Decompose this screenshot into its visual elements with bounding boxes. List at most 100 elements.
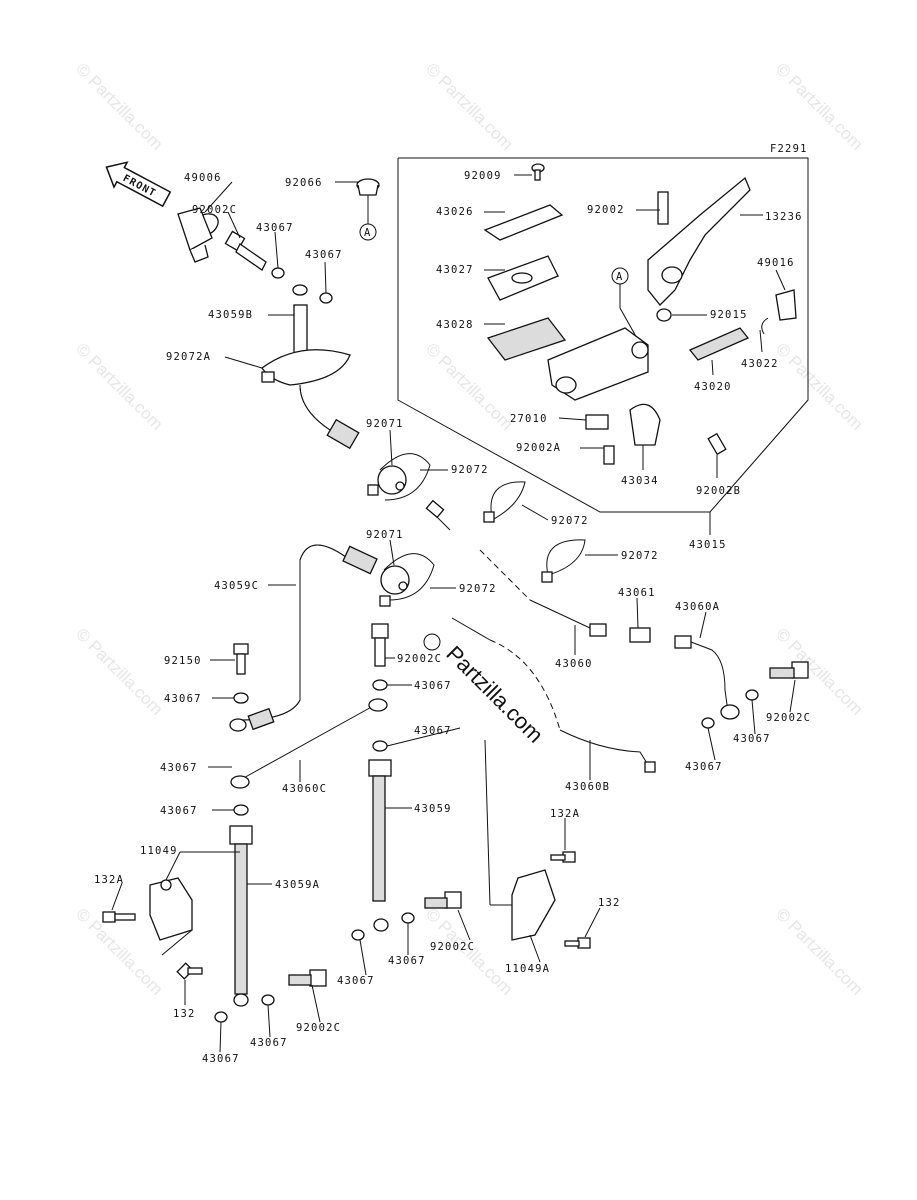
center-watermark-text: Partzilla.com <box>441 641 548 748</box>
reference-mark-label: A <box>616 271 624 283</box>
part-label: 43059C <box>214 580 259 592</box>
watermark: © Partzilla.com <box>72 339 166 433</box>
part-label: 92009 <box>464 170 502 182</box>
banjo-bolt <box>288 969 327 987</box>
diaphragm <box>486 317 567 361</box>
washer <box>261 994 275 1006</box>
part-label: 43060C <box>282 783 327 795</box>
bolt <box>550 851 576 863</box>
part-label: 43067 <box>414 725 452 737</box>
brake-pipe <box>230 698 388 789</box>
part-label: 92071 <box>366 418 404 430</box>
brake-hose <box>229 544 378 732</box>
piston-assembly <box>688 327 750 361</box>
part-label: 92072 <box>621 550 659 562</box>
part-label: 92002C <box>430 941 475 953</box>
banjo-bolt <box>769 661 809 679</box>
bolt <box>233 643 249 675</box>
watermark: © Partzilla.com <box>422 59 516 153</box>
watermark: © Partzilla.com <box>772 904 866 998</box>
hose-clamp <box>367 453 431 501</box>
part-label: 92002C <box>397 653 442 665</box>
part-label: 49006 <box>184 172 222 184</box>
pivot-bolt <box>657 191 669 225</box>
front-arrow: FRONT <box>105 161 172 208</box>
part-label: 43027 <box>436 264 474 276</box>
bracket <box>149 877 193 941</box>
bracket <box>511 869 556 941</box>
part-label: 132A <box>94 874 124 886</box>
reference-mark-label: A <box>364 227 372 239</box>
screw <box>531 163 545 181</box>
bolt <box>707 432 727 456</box>
cap <box>356 178 380 196</box>
leader-lines <box>111 174 796 1053</box>
reference-mark-a: A <box>359 195 377 241</box>
part-label: 43022 <box>741 358 779 370</box>
part-label: 43067 <box>160 762 198 774</box>
part-label: 43067 <box>414 680 452 692</box>
part-label: 132 <box>598 897 621 909</box>
part-label: 43067 <box>256 222 294 234</box>
washer <box>233 692 249 704</box>
part-label: 43015 <box>689 539 727 551</box>
brake-hose <box>261 284 360 450</box>
part-label: 43059A <box>275 879 320 891</box>
part-label: 92002A <box>516 442 561 454</box>
part-label: 92002 <box>587 204 625 216</box>
watermark: © Partzilla.com <box>772 59 866 153</box>
part-label: 43060B <box>565 781 610 793</box>
part-label: 43067 <box>160 805 198 817</box>
dust-boot <box>775 289 797 321</box>
brake-hose <box>368 759 392 932</box>
bolt <box>102 911 136 923</box>
washer <box>372 740 388 752</box>
part-label: 49016 <box>757 257 795 269</box>
part-label: 92015 <box>710 309 748 321</box>
part-label: 27010 <box>510 413 548 425</box>
diaphragm-plate <box>487 255 559 301</box>
part-label: 43059 <box>414 803 452 815</box>
part-label: 43067 <box>388 955 426 967</box>
part-label: 43020 <box>694 381 732 393</box>
washer <box>214 1011 228 1023</box>
clamp-holder <box>629 403 661 446</box>
part-label: 92002C <box>192 204 237 216</box>
part-label: 92072 <box>551 515 589 527</box>
brake-hose <box>229 825 253 1007</box>
part-label: 92072 <box>451 464 489 476</box>
washer <box>401 912 415 924</box>
part-label: 43067 <box>337 975 375 987</box>
washer <box>372 679 388 691</box>
part-label: 43034 <box>621 475 659 487</box>
part-label: 132 <box>173 1008 196 1020</box>
nut <box>656 308 672 322</box>
bolt <box>603 445 615 465</box>
part-label: 132A <box>550 808 580 820</box>
part-label: 43061 <box>618 587 656 599</box>
figure-code: F2291 <box>770 143 808 155</box>
part-label: 92071 <box>366 529 404 541</box>
banjo-bolt <box>371 623 389 667</box>
cable-tie <box>541 539 586 583</box>
bolt <box>176 962 203 980</box>
bolt <box>564 937 591 949</box>
part-label: 11049A <box>505 963 550 975</box>
part-label: 43067 <box>250 1037 288 1049</box>
brake-pipe <box>425 499 740 773</box>
part-label: 92002C <box>296 1022 341 1034</box>
banjo-bolt <box>424 891 462 909</box>
watermark: © Partzilla.com <box>772 339 866 433</box>
brake-light-switch <box>585 414 609 430</box>
watermark: © Partzilla.com <box>72 624 166 718</box>
hose-clamp <box>379 553 435 607</box>
washer <box>233 804 249 816</box>
part-label: 92066 <box>285 177 323 189</box>
boot-cover <box>177 207 219 263</box>
banjo-bolt <box>224 230 267 271</box>
part-label: 43060A <box>675 601 720 613</box>
part-label: 92072A <box>166 351 211 363</box>
washer <box>701 717 715 729</box>
part-label: 92002B <box>696 485 741 497</box>
part-label: 43060 <box>555 658 593 670</box>
